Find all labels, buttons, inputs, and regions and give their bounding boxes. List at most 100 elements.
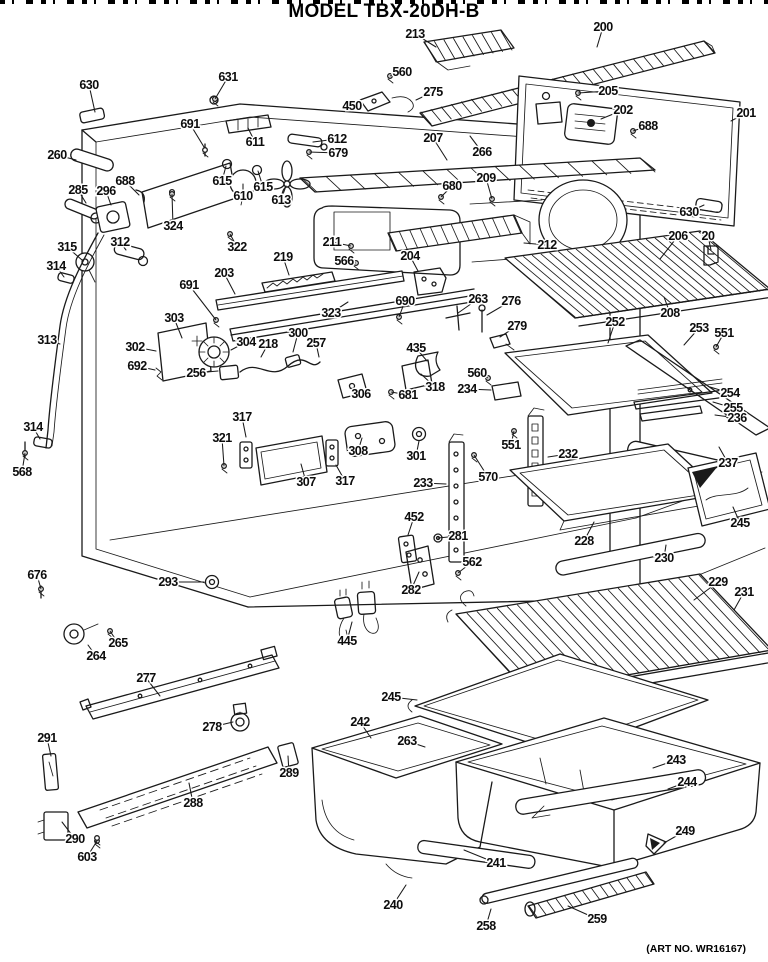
part-label-213: 213 [405, 27, 425, 41]
part-label-291: 291 [37, 731, 57, 745]
part-label-207: 207 [423, 131, 443, 145]
part-label-679: 679 [328, 146, 348, 160]
part-label-308: 308 [348, 444, 368, 458]
part-label-289: 289 [279, 766, 299, 780]
part-label-568: 568 [12, 465, 32, 479]
part-label-676: 676 [27, 568, 47, 582]
part-label-241: 241 [486, 856, 506, 870]
part-label-611: 611 [246, 135, 265, 149]
left-side-parts [24, 107, 149, 645]
part-label-232: 232 [558, 447, 578, 461]
damper-assembly-302 [155, 322, 321, 382]
part-label-610: 610 [233, 189, 253, 203]
part-label-263: 263 [397, 734, 417, 748]
part-label-603: 603 [77, 850, 97, 864]
part-label-315: 315 [57, 240, 77, 254]
part-label-612: 612 [327, 132, 347, 146]
part-label-277: 277 [136, 671, 156, 685]
ice-tray-213 [423, 29, 515, 71]
part-label-266: 266 [472, 145, 492, 159]
part-label-255: 255 [723, 401, 743, 415]
part-label-303: 303 [164, 311, 184, 325]
part-label-233: 233 [413, 476, 433, 490]
part-label-630: 630 [79, 78, 99, 92]
part-label-211: 211 [323, 235, 342, 249]
part-label-244: 244 [677, 775, 697, 789]
part-label-281: 281 [448, 529, 468, 543]
part-label-209: 209 [476, 171, 496, 185]
page-title: MODEL TBX-20DH-B [288, 1, 480, 22]
part-label-256: 256 [186, 366, 206, 380]
part-label-560: 560 [392, 65, 412, 79]
part-label-314: 314 [46, 259, 66, 273]
part-label-314: 314 [23, 420, 43, 434]
part-label-300: 300 [288, 326, 308, 340]
part-label-275: 275 [423, 85, 443, 99]
part-label-296: 296 [96, 184, 116, 198]
part-label-313: 313 [37, 333, 57, 347]
part-label-276: 276 [501, 294, 521, 308]
part-label-570: 570 [478, 470, 498, 484]
part-label-692: 692 [127, 359, 147, 373]
part-label-258: 258 [476, 919, 496, 933]
part-label-312: 312 [110, 235, 130, 249]
part-label-212: 212 [537, 238, 557, 252]
part-label-560: 560 [467, 366, 487, 380]
part-label-435: 435 [406, 341, 426, 355]
part-label-208: 208 [660, 306, 680, 320]
kickplate-288 [37, 742, 299, 841]
bottom-rail-277 [79, 645, 280, 732]
part-label-252: 252 [605, 315, 625, 329]
part-label-264: 264 [86, 649, 106, 663]
part-label-285: 285 [68, 183, 88, 197]
part-label-562: 562 [462, 555, 482, 569]
part-label-631: 631 [218, 70, 238, 84]
part-label-450: 450 [342, 99, 362, 113]
part-label-253: 253 [689, 321, 709, 335]
part-label-229: 229 [708, 575, 728, 589]
art-number: (ART NO. WR16167) [646, 943, 746, 955]
part-label-254: 254 [720, 386, 740, 400]
part-label-306: 306 [351, 387, 371, 401]
part-label-551: 551 [714, 326, 734, 340]
part-label-231: 231 [734, 585, 754, 599]
part-label-317: 317 [335, 474, 355, 488]
part-label-228: 228 [574, 534, 594, 548]
part-label-688: 688 [115, 174, 135, 188]
part-label-307: 307 [296, 475, 316, 489]
part-label-243: 243 [666, 753, 686, 767]
scan-edge-artifact [0, 0, 768, 4]
part-label-680: 680 [442, 179, 462, 193]
part-label-245: 245 [730, 516, 750, 530]
part-label-20: 20 [702, 229, 715, 243]
part-label-201: 201 [736, 106, 756, 120]
part-label-236: 236 [727, 411, 747, 425]
part-label-219: 219 [273, 250, 293, 264]
part-label-230: 230 [654, 551, 674, 565]
part-label-203: 203 [214, 266, 234, 280]
part-label-293: 293 [158, 575, 178, 589]
part-label-290: 290 [65, 832, 85, 846]
part-label-242: 242 [350, 715, 370, 729]
part-label-259: 259 [587, 912, 607, 926]
part-label-445: 445 [337, 634, 357, 648]
part-label-206: 206 [668, 229, 688, 243]
tray-242 [311, 715, 536, 879]
part-label-321: 321 [212, 431, 232, 445]
drawer-243 [455, 717, 761, 869]
part-label-265: 265 [108, 636, 128, 650]
part-label-245: 245 [381, 690, 401, 704]
part-label-566: 566 [334, 254, 354, 268]
part-label-288: 288 [183, 796, 203, 810]
control-channel-203 [215, 214, 531, 342]
part-label-200: 200 [593, 20, 613, 34]
wire-shelf-206 [504, 230, 768, 327]
part-label-317: 317 [232, 410, 252, 424]
part-label-218: 218 [258, 337, 278, 351]
part-label-304: 304 [236, 335, 256, 349]
part-label-279: 279 [507, 319, 527, 333]
part-label-630: 630 [679, 205, 699, 219]
